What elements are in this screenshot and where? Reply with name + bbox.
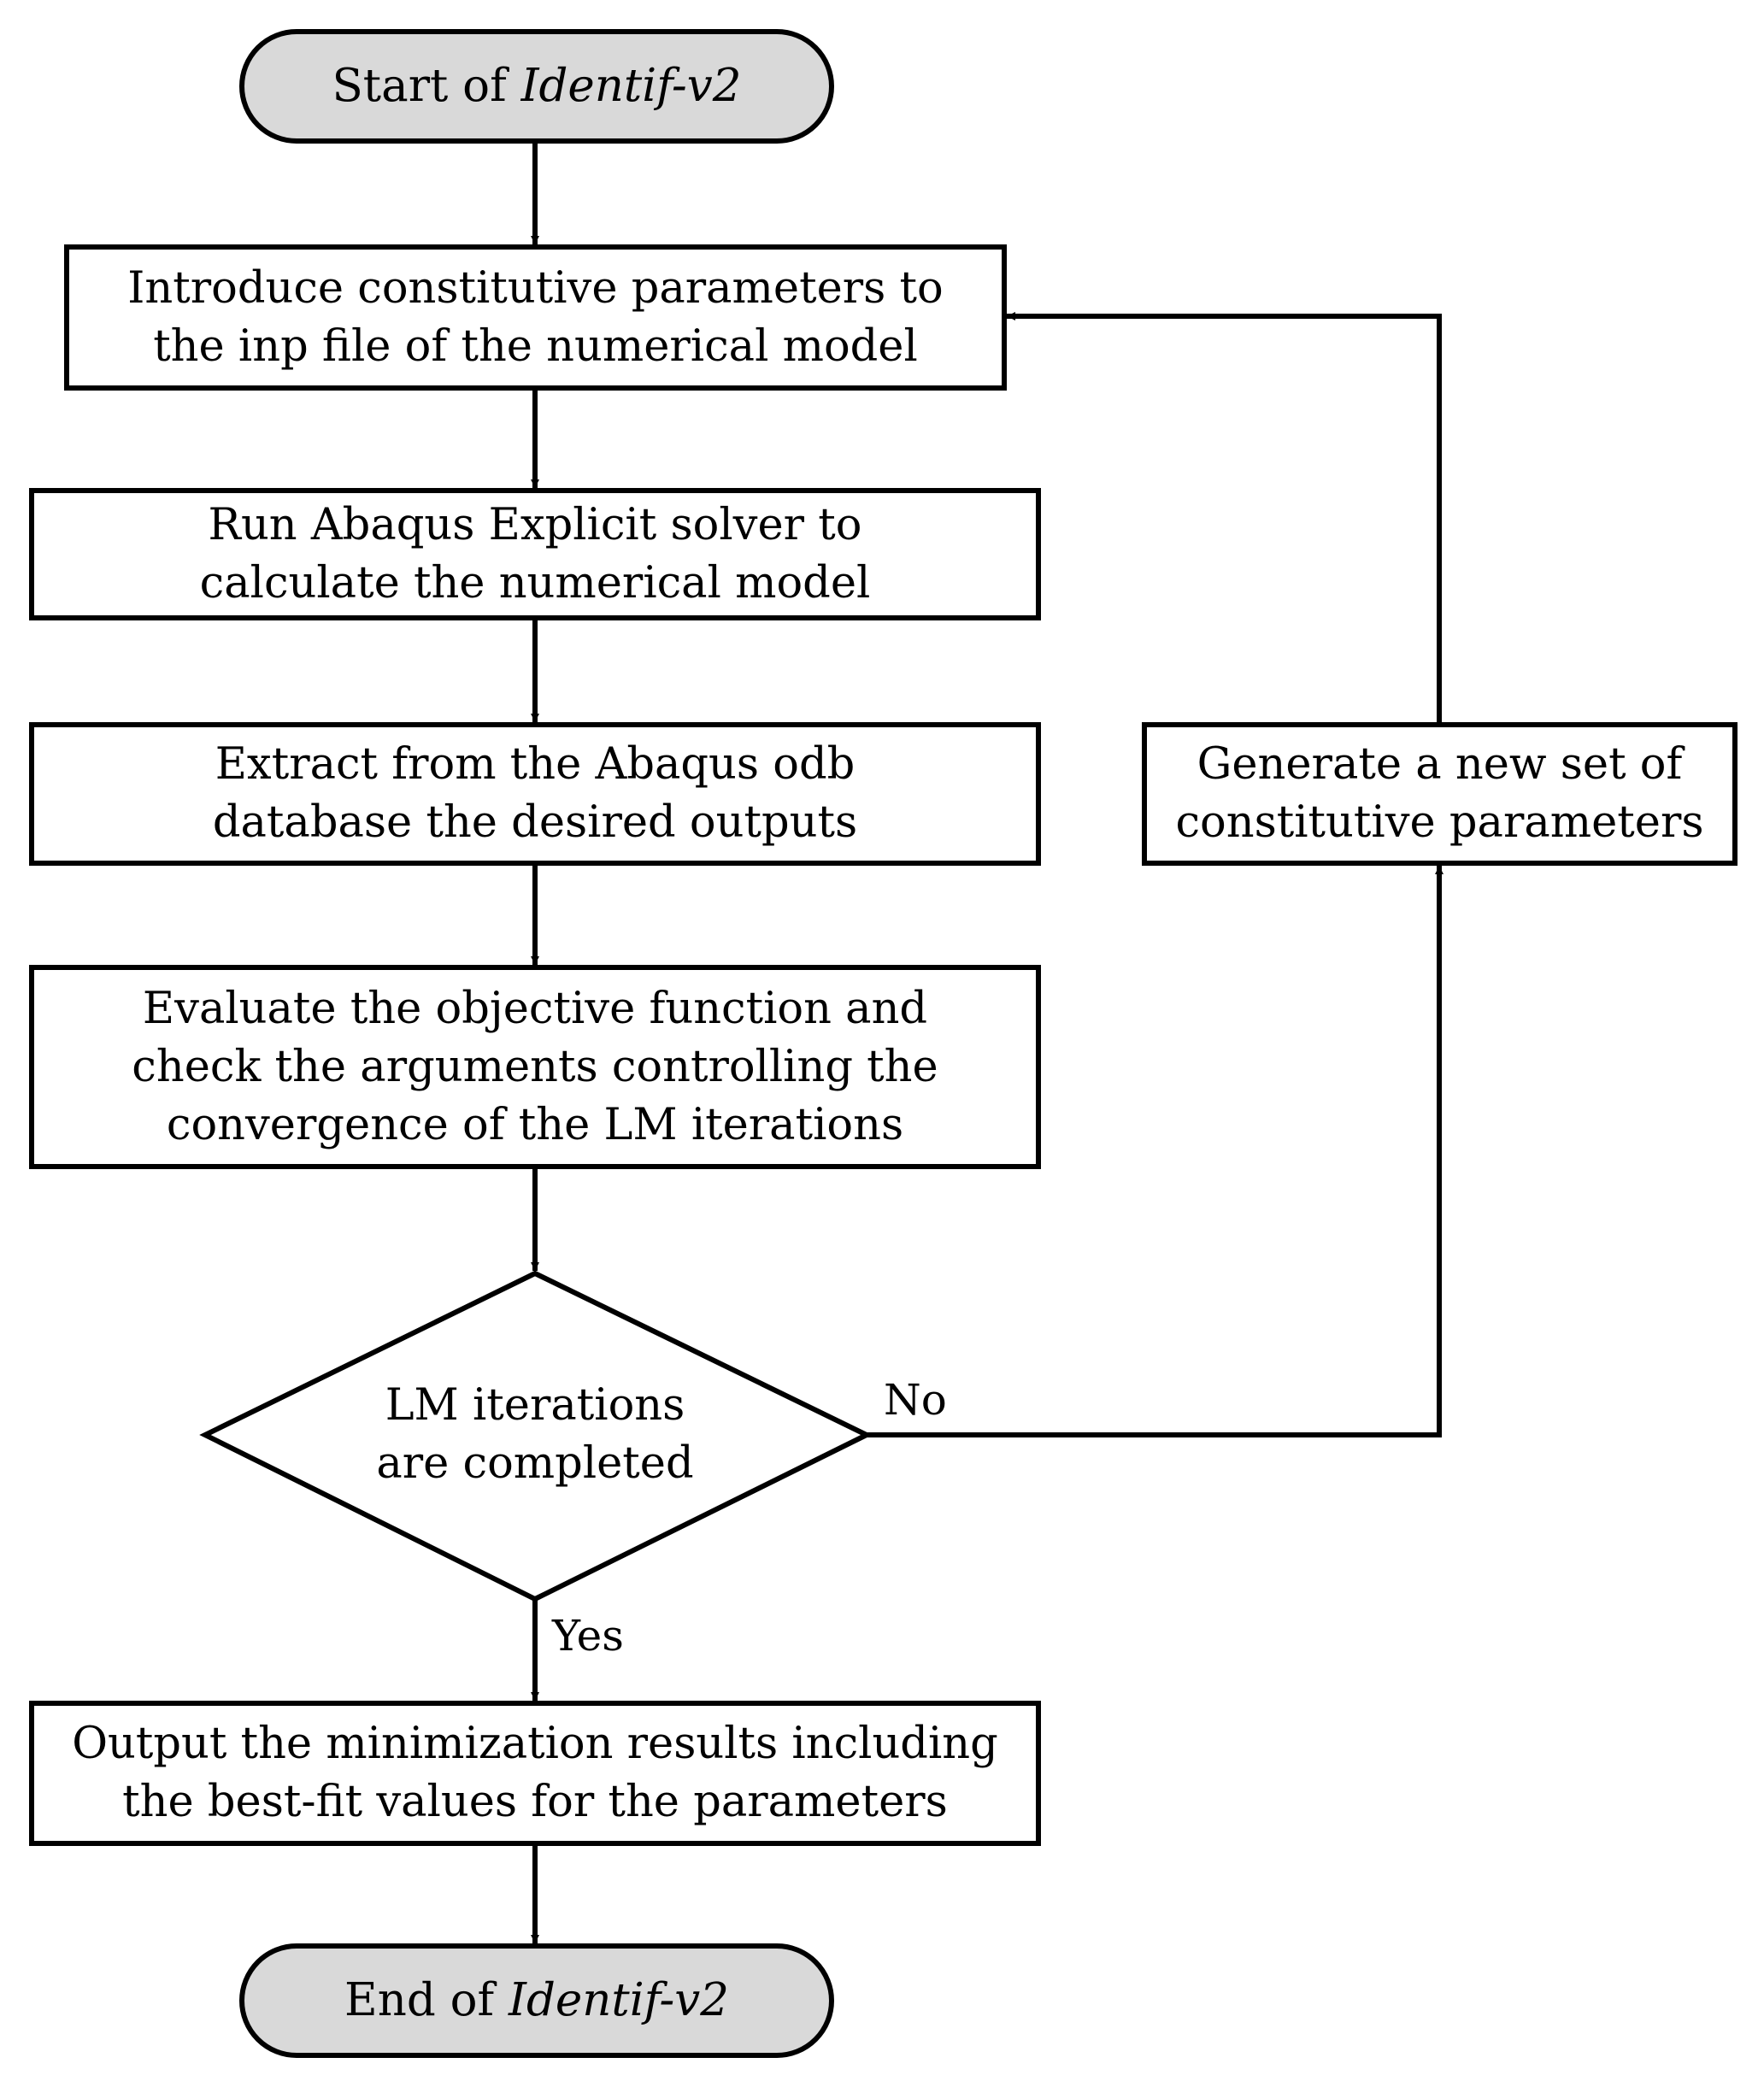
- step-4-label: Evaluate the objective function and chec…: [32, 967, 1038, 1167]
- step-2-line-2: calculate the numerical model: [199, 557, 871, 608]
- decision-line-2: are completed: [376, 1438, 694, 1489]
- step-3-line-2: database the desired outputs: [212, 797, 858, 848]
- step-4-line-2: check the arguments controlling the: [132, 1041, 938, 1092]
- step-1-line-1: Introduce constitutive parameters to: [127, 262, 944, 314]
- decision-line-1: LM iterations: [385, 1380, 685, 1431]
- step-3-label: Extract from the Abaqus odb database the…: [32, 725, 1038, 863]
- arrow-loop-to-step1: [1007, 312, 1442, 725]
- step-3-line-1: Extract from the Abaqus odb: [215, 739, 856, 790]
- step-1-box: [64, 244, 1007, 391]
- step-1-line-2: the inp file of the numerical model: [153, 320, 918, 372]
- step-2-line-1: Run Abaqus Explicit solver to: [208, 499, 862, 550]
- step-2-label: Run Abaqus Explicit solver to calculate …: [32, 491, 1038, 618]
- decision-label: LM iterations are completed: [279, 1367, 791, 1503]
- loop-step-line-2: constitutive parameters: [1175, 797, 1704, 848]
- loop-step-line-1: Generate a new set of: [1197, 739, 1683, 790]
- step-1-label: Introduce constitutive parameters to the…: [67, 247, 1004, 388]
- start-terminal-label: Start of Identif-v2: [242, 32, 832, 141]
- step-2-box: [29, 488, 1041, 620]
- step-5-line-1: Output the minimization results includin…: [72, 1719, 998, 1769]
- end-terminal-shape: [239, 1943, 834, 2058]
- edge-label-yes: Yes: [552, 1611, 624, 1661]
- edge-label-no: No: [884, 1375, 947, 1425]
- step-4-line-1: Evaluate the objective function and: [142, 983, 928, 1034]
- arrow-decision-no-to-loop: [867, 866, 1444, 1437]
- step-4-line-3: convergence of the LM iterations: [166, 1099, 904, 1150]
- loop-step-label: Generate a new set of constitutive param…: [1144, 725, 1735, 863]
- end-terminal-label: End of Identif-v2: [242, 1946, 832, 2055]
- start-terminal-name: Identif-v2: [520, 60, 742, 112]
- step-5-label: Output the minimization results includin…: [32, 1703, 1038, 1843]
- start-terminal-prefix: Start of: [332, 60, 521, 112]
- step-3-box: [29, 722, 1041, 866]
- step-5-box: [29, 1701, 1041, 1846]
- end-terminal-prefix: End of: [344, 1974, 509, 2026]
- step-5-line-2: the best-fit values for the parameters: [122, 1777, 948, 1827]
- end-terminal-name: Identif-v2: [509, 1974, 729, 2026]
